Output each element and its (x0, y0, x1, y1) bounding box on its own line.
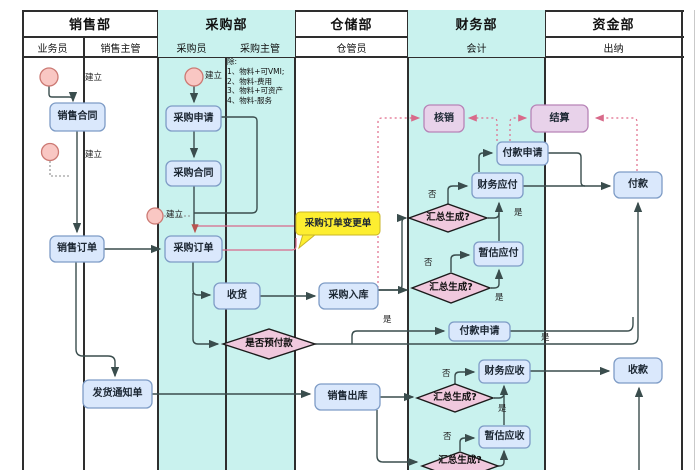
node-payment-request-2: 付款申请 (459, 325, 500, 337)
node-summary-check-3: 汇总生成? (433, 392, 477, 404)
subheader-divider (22, 56, 684, 58)
node-receive-goods: 收货 (227, 290, 247, 301)
yes-label: 是 (514, 208, 523, 218)
create-label: 建立 (205, 71, 223, 81)
decision-shapes (220, 203, 501, 470)
node-sales-contract: 销售合同 (57, 111, 98, 122)
flow-edges (48, 86, 644, 470)
change-note-edges (191, 224, 297, 251)
node-sales-outbound: 销售出库 (327, 391, 368, 402)
writeoff-settlement-edges (377, 114, 638, 288)
node-summary-check-4: 汇总生成? (438, 455, 482, 467)
node-payment: 付款 (628, 179, 648, 190)
node-prepay-decision: 是否预付款 (245, 338, 293, 350)
create-label: 建立 (166, 210, 184, 220)
create-edges (49, 161, 190, 217)
node-summary-check-1: 汇总生成? (426, 212, 470, 224)
outer-frame-line (694, 10, 695, 470)
node-payment-request-1: 付款申请 (502, 147, 543, 159)
node-receipt: 收款 (628, 364, 648, 376)
node-fin-payable: 财务应付 (477, 179, 518, 191)
process-shapes (49, 102, 663, 449)
exception-note: 除: 1、物料+可VMI; 2、物料-费用 3、物料+可资产 4、物料-服务 (227, 57, 285, 105)
role-header-cashier: 出纳 (603, 43, 624, 55)
node-est-receivable: 暂估应收 (484, 431, 525, 442)
lane-treasury (545, 10, 682, 470)
no-label: 否 (424, 258, 433, 268)
node-purchase-contract: 采购合同 (173, 167, 214, 179)
callout-shape (295, 211, 381, 250)
dept-header-sales: 销售部 (68, 18, 111, 33)
node-sales-order: 销售订单 (57, 243, 97, 254)
role-header-purchasing-supervisor: 采购主管 (225, 37, 295, 57)
node-purchase-request: 采购申请 (173, 112, 214, 124)
writeoff-settlement-shapes (423, 104, 589, 133)
node-purchase-inbound: 采购入库 (328, 290, 369, 301)
dept-header-treasury: 资金部 (592, 18, 635, 33)
node-summary-check-2: 汇总生成? (429, 282, 473, 294)
role-header-buyer: 采购员 (158, 37, 225, 57)
dept-header-finance: 财务部 (408, 10, 545, 37)
create-label: 建立 (85, 73, 103, 83)
lane-divider (407, 10, 409, 470)
lane-divider (544, 10, 546, 470)
yes-label: 是 (498, 404, 507, 414)
node-writeoff: 核销 (434, 112, 454, 124)
node-change-note: 采购订单变更单 (304, 217, 372, 229)
yes-label: 是 (541, 333, 550, 343)
create-label: 建立 (85, 150, 103, 160)
yes-label: 是 (495, 293, 504, 303)
role-header-accountant: 会计 (408, 37, 545, 57)
node-delivery-notice: 发货通知单 (92, 388, 143, 399)
node-fin-receivable: 财务应收 (484, 365, 525, 377)
lane-divider (157, 10, 159, 470)
dept-header-purchasing: 采购部 (158, 10, 295, 37)
role-header-warehouse-keeper: 仓管员 (336, 43, 367, 55)
table-top-border (22, 10, 684, 12)
no-label: 否 (442, 369, 451, 379)
node-est-payable: 暂估应付 (478, 248, 519, 259)
table-left-border (22, 10, 24, 470)
lane-divider (294, 10, 296, 470)
role-header-sales-supervisor: 销售主管 (100, 43, 141, 55)
dept-header-warehouse: 仓储部 (330, 18, 373, 33)
header-divider (22, 36, 684, 38)
no-label: 否 (443, 432, 452, 442)
yes-label: 是 (383, 315, 392, 325)
start-circles (39, 67, 204, 225)
role-header-salesperson: 业务员 (37, 43, 68, 55)
node-purchase-order: 采购订单 (173, 243, 214, 254)
role-divider (225, 37, 227, 470)
node-settlement: 结算 (549, 112, 570, 124)
table-right-border (681, 10, 683, 470)
no-label: 否 (428, 190, 437, 200)
